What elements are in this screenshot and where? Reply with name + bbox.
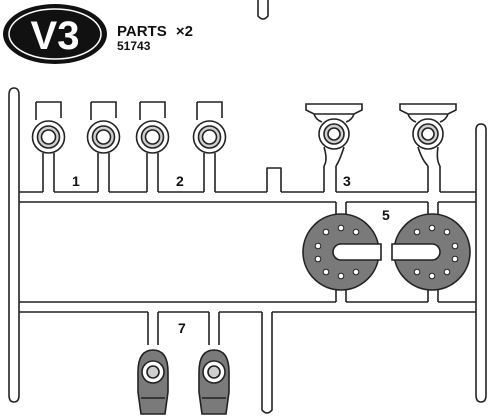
- connector-part5-left-bottom: [335, 290, 347, 302]
- part-number-labels: 1 2 3 5 7: [72, 173, 390, 336]
- part-3-flanged-end-a: [305, 103, 363, 167]
- sprue-frame: [8, 87, 487, 414]
- part-number-5: 5: [382, 207, 390, 223]
- right-rail: [475, 123, 487, 403]
- parts-label: PARTS ×2: [117, 23, 193, 40]
- branch-part2-b: [203, 168, 216, 192]
- runner-tab: [266, 167, 282, 192]
- part-1-ball-end-b: [86, 101, 121, 168]
- part-number-7: 7: [178, 320, 186, 336]
- part-5-disc-right: [391, 213, 471, 291]
- branch-part7-a: [147, 312, 159, 345]
- part-code: 51743: [117, 39, 151, 53]
- parts-word: PARTS: [117, 23, 167, 40]
- ball-end-parts: [31, 101, 227, 168]
- connector-part5-right-top: [427, 202, 439, 214]
- part-7-rod-end-b: [198, 349, 230, 415]
- parts-multiplier: ×2: [176, 23, 193, 40]
- part-7-rod-end-a: [137, 349, 169, 415]
- top-sprue-stub: [257, 0, 269, 20]
- part-1-ball-end-a: [31, 101, 66, 168]
- part-2-ball-end-a: [135, 101, 170, 168]
- branch-part3-b: [427, 166, 441, 192]
- part-3-flanged-ends: [305, 103, 457, 167]
- branch-part1-a: [42, 168, 55, 192]
- badge-oval: [3, 4, 107, 64]
- left-rail: [8, 87, 20, 403]
- part-5-discs: [302, 213, 471, 291]
- part-2-ball-end-b: [192, 101, 227, 168]
- branch-part1-b: [97, 168, 110, 192]
- badge-oval-inner: [8, 8, 102, 60]
- part-5-disc-left: [302, 213, 382, 291]
- badge-label: V3: [31, 14, 80, 58]
- connector-part5-right-bottom: [427, 290, 439, 302]
- header: V3 PARTS ×2 51743: [3, 0, 269, 64]
- connector-part5-left-top: [335, 202, 347, 214]
- part-3-flanged-end-b: [399, 103, 457, 167]
- part-number-2: 2: [176, 173, 184, 189]
- branch-part3-a: [323, 166, 337, 192]
- part-7-rod-ends: [137, 349, 230, 415]
- part-number-3: 3: [343, 173, 351, 189]
- branch-part2-a: [146, 168, 159, 192]
- part-number-1: 1: [72, 173, 80, 189]
- center-down-runner: [261, 312, 273, 414]
- branch-part7-b: [208, 312, 220, 345]
